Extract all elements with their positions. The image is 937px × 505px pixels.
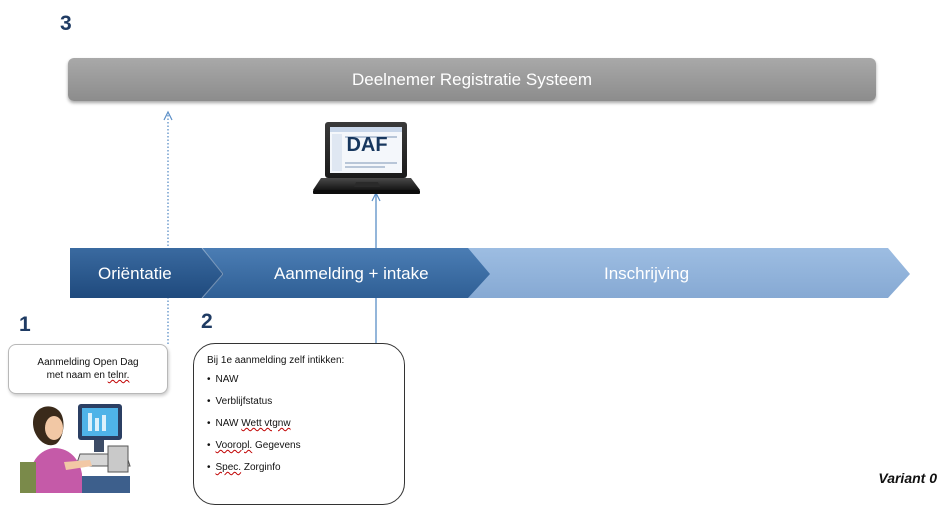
phase-chevrons [70,247,910,299]
intake-title: Bij 1e aanmelding zelf intikken: [207,355,345,366]
step-number-3: 3 [60,12,72,35]
step-number-2: 2 [201,310,213,333]
registration-system-label: Deelnemer Registratie Systeem [352,69,592,89]
intake-field-list: NAW Verblijfstatus NAW Wett vtgnw Voorop… [194,374,404,473]
registration-system-bar: Deelnemer Registratie Systeem [68,58,876,101]
step-number-1: 1 [19,313,31,336]
laptop-screen-label: DAF [346,134,388,156]
phase-chevron-orientatie [70,248,224,298]
intake-item: NAW Wett vtgnw [207,418,404,429]
phase-label-inschrijving: Inschrijving [604,264,690,283]
open-day-callout: Aanmelding Open Dag met naam en telnr. [8,344,168,394]
intake-item: Vooropl. Gegevens [207,440,404,451]
intake-item: Verblijfstatus [207,396,404,407]
laptop-icon [313,122,420,194]
open-day-line2: met naam en telnr. [46,370,130,381]
intake-fields-callout: Bij 1e aanmelding zelf intikken: NAW Ver… [193,343,405,505]
phase-chevron-aanmelding [202,248,490,298]
open-day-line1: Aanmelding Open Dag [37,357,139,368]
phase-label-orientatie: Oriëntatie [98,264,172,283]
intake-item: NAW [207,374,404,385]
person-at-computer-icon [20,404,131,493]
orientation-dotted-arrow [163,110,173,344]
variant-label: Variant 0 [878,470,937,486]
phase-label-aanmelding: Aanmelding + intake [274,264,429,283]
intake-item: Spec. Zorginfo [207,462,404,473]
phase-chevron-inschrijving [466,248,910,298]
